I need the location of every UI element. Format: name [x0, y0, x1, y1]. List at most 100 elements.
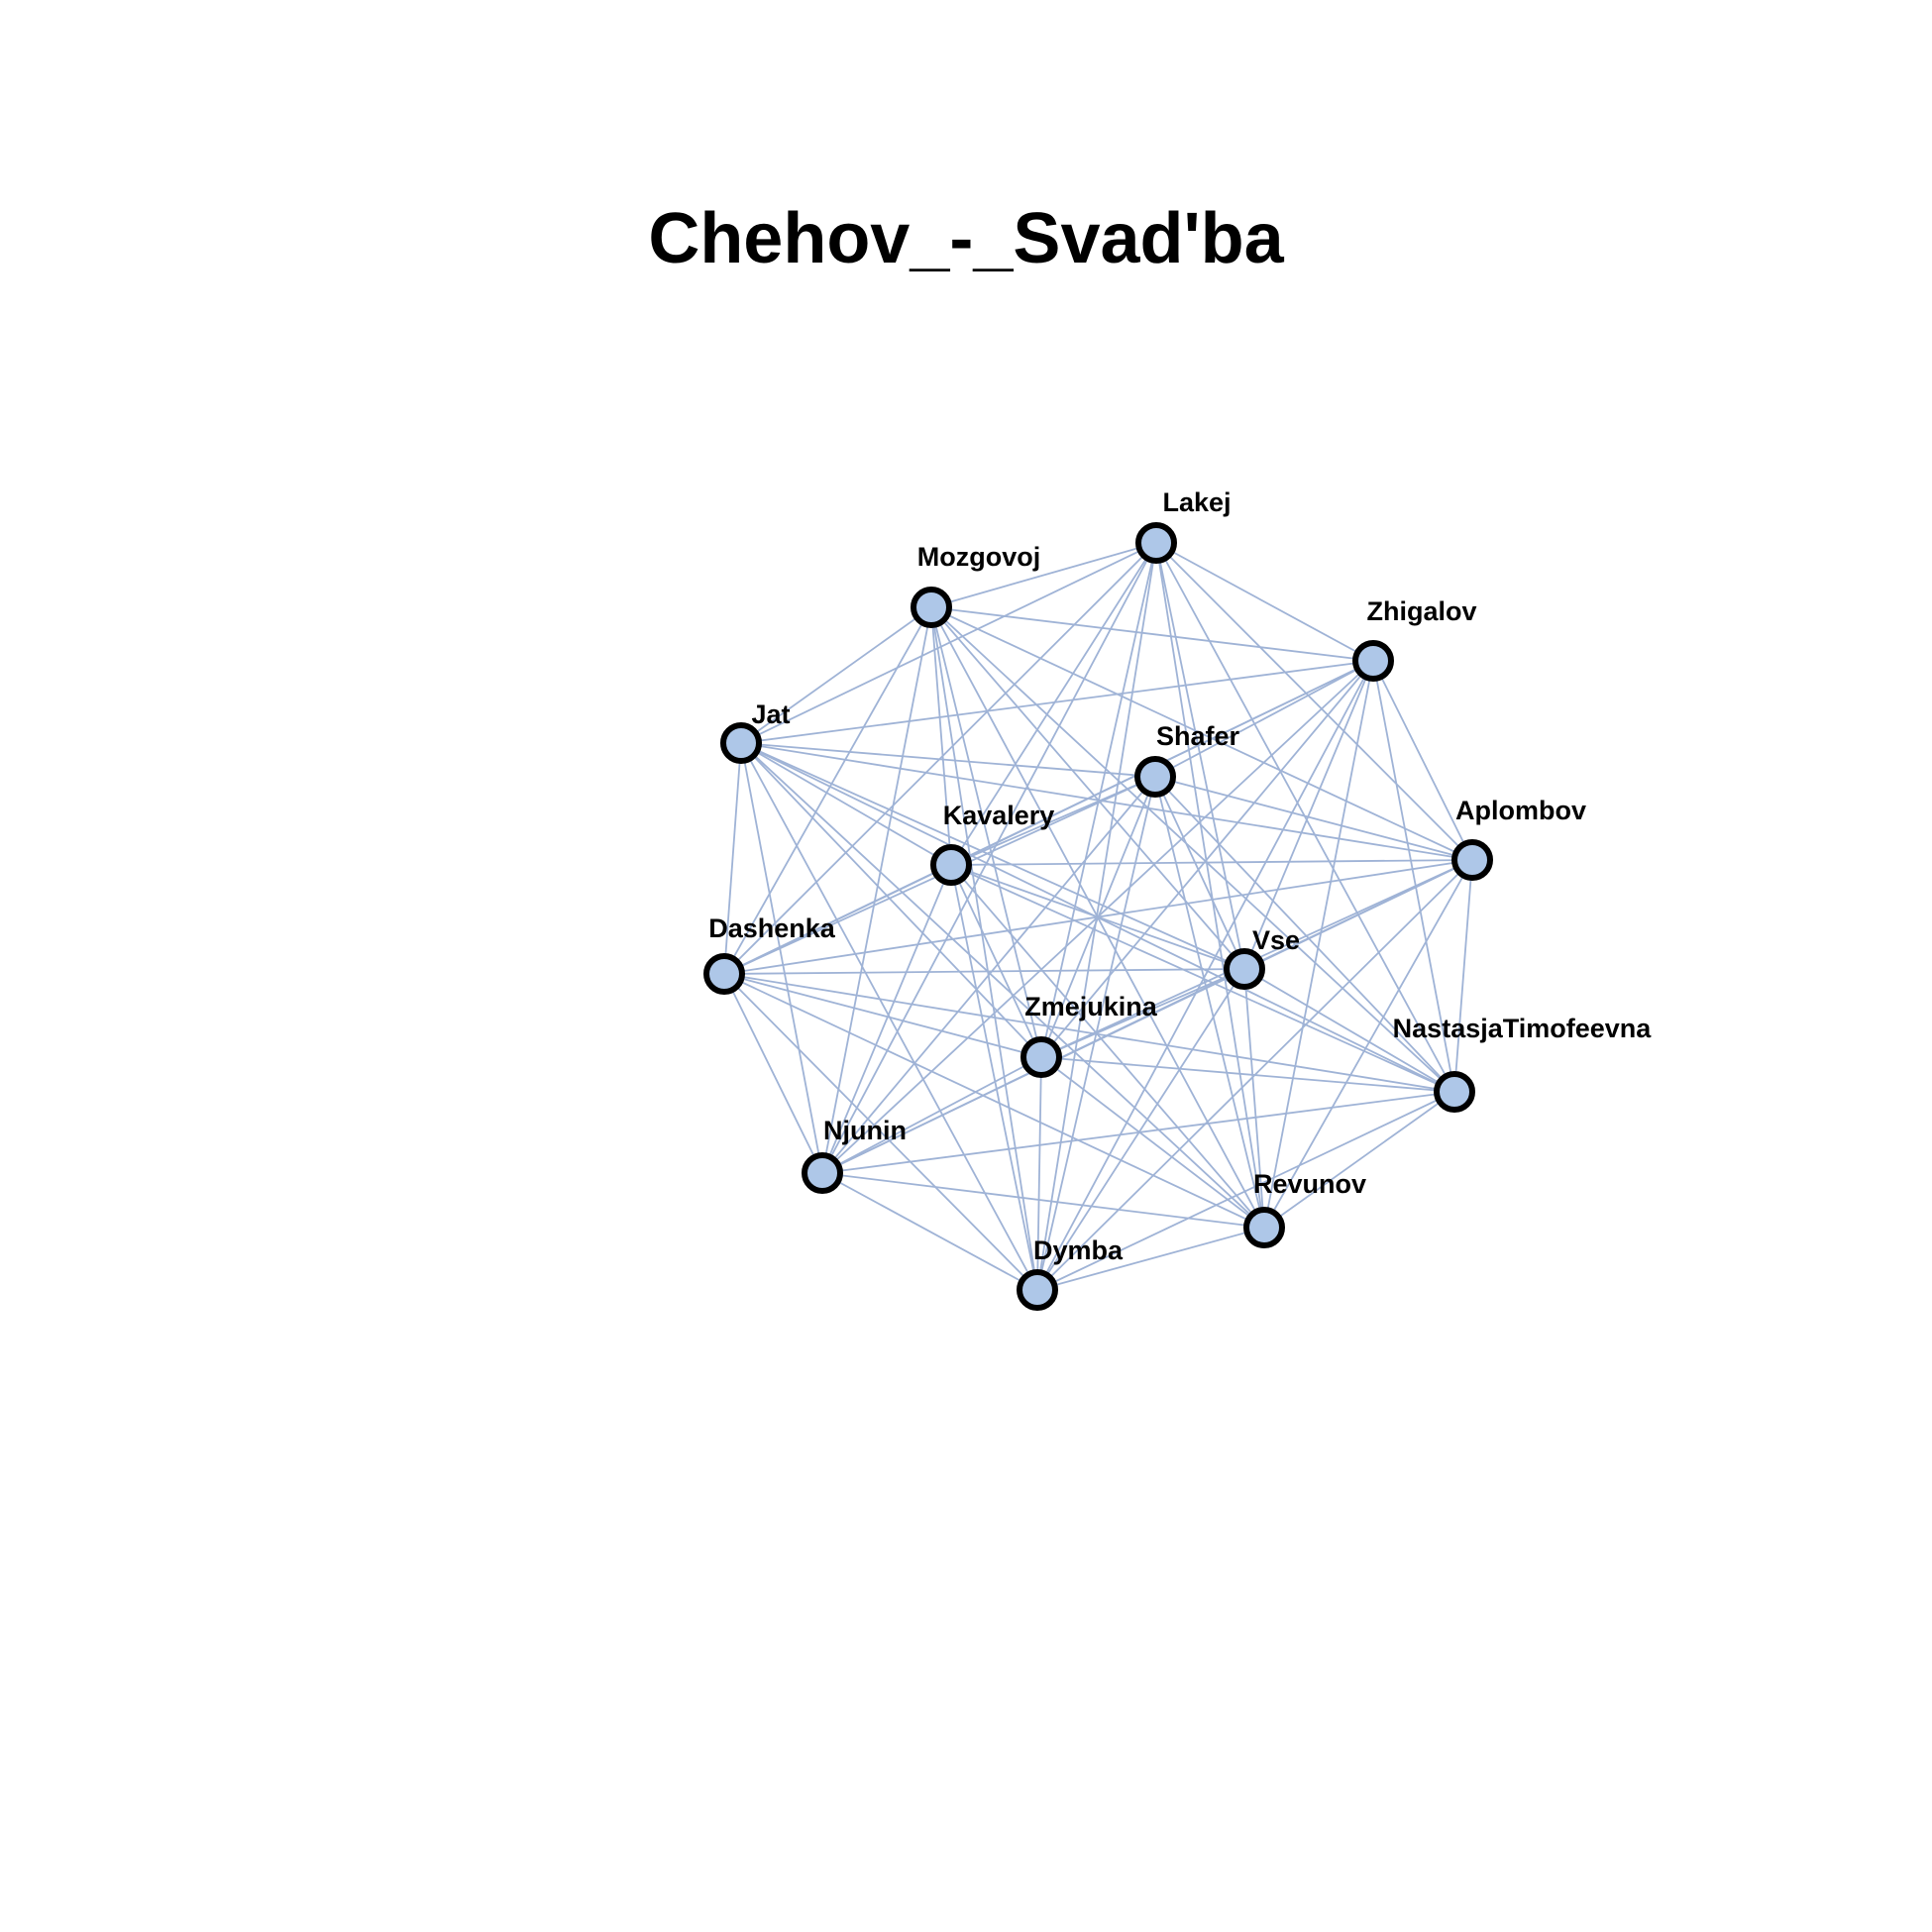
node-aplombov: [1451, 839, 1493, 881]
edge-vse-zmejukina: [1040, 968, 1245, 1058]
edge-mozgovoj-njunin: [821, 606, 932, 1174]
edge-jat-aplombov: [740, 742, 1473, 861]
edge-zhigalov-revunov: [1263, 660, 1374, 1229]
node-label-mozgovoj: Mozgovoj: [917, 542, 1040, 572]
edge-jat-dashenka: [723, 742, 742, 975]
node-label-nastasjatimofeevna: NastasjaTimofeevna: [1393, 1014, 1653, 1043]
node-label-jat: Jat: [751, 699, 790, 729]
node-revunov: [1243, 1207, 1285, 1248]
edge-shafer-aplombov: [1154, 776, 1473, 861]
node-mozgovoj: [911, 587, 952, 628]
edge-jat-vse: [740, 742, 1245, 970]
edge-zmejukina-revunov: [1040, 1056, 1265, 1229]
node-label-lakej: Lakej: [1162, 487, 1231, 517]
edge-njunin-revunov: [821, 1172, 1265, 1229]
edge-zhigalov-zmejukina: [1040, 660, 1374, 1058]
node-label-revunov: Revunov: [1253, 1169, 1366, 1199]
edge-zhigalov-shafer: [1154, 660, 1374, 778]
edge-lakej-nastasjatimofeevna: [1155, 542, 1455, 1093]
edge-mozgovoj-zmejukina: [930, 606, 1042, 1058]
graph-title: Chehov_-_Svad'ba: [648, 199, 1284, 278]
edge-kavalery-aplombov: [950, 859, 1473, 866]
node-label-kavalery: Kavalery: [943, 801, 1055, 830]
node-zmejukina: [1020, 1036, 1062, 1078]
node-label-vse: Vse: [1252, 925, 1300, 955]
edge-kavalery-dashenka: [723, 864, 952, 975]
edge-zhigalov-dymba: [1036, 660, 1374, 1291]
edge-nastasjatimofeevna-njunin: [821, 1091, 1455, 1174]
edge-lakej-vse: [1155, 542, 1245, 970]
edge-lakej-mozgovoj: [930, 542, 1157, 608]
edge-vse-nastasjatimofeevna: [1243, 968, 1455, 1093]
edge-lakej-aplombov: [1155, 542, 1473, 861]
edge-zhigalov-nastasjatimofeevna: [1372, 660, 1455, 1093]
node-njunin: [802, 1152, 843, 1194]
edge-dashenka-nastasjatimofeevna: [723, 973, 1455, 1093]
edge-dashenka-revunov: [723, 973, 1265, 1229]
edge-dashenka-njunin: [723, 973, 823, 1174]
edge-lakej-kavalery: [950, 542, 1157, 866]
edge-zhigalov-jat: [740, 660, 1374, 744]
node-dymba: [1017, 1269, 1058, 1311]
edge-lakej-njunin: [821, 542, 1157, 1174]
edge-lakej-zhigalov: [1155, 542, 1374, 662]
edge-shafer-nastasjatimofeevna: [1154, 776, 1455, 1093]
node-shafer: [1134, 756, 1176, 798]
node-label-njunin: Njunin: [823, 1116, 907, 1145]
edge-shafer-njunin: [821, 776, 1156, 1174]
edge-mozgovoj-vse: [930, 606, 1245, 970]
edge-kavalery-zmejukina: [950, 864, 1042, 1058]
edge-nastasjatimofeevna-dymba: [1036, 1091, 1455, 1291]
node-label-zhigalov: Zhigalov: [1366, 596, 1476, 626]
edge-jat-shafer: [740, 742, 1156, 778]
edge-kavalery-dymba: [950, 864, 1038, 1291]
node-jat: [720, 722, 762, 764]
edge-lakej-jat: [740, 542, 1157, 744]
edge-aplombov-nastasjatimofeevna: [1453, 859, 1473, 1093]
edge-mozgovoj-zhigalov: [930, 606, 1374, 662]
edge-njunin-dymba: [821, 1172, 1038, 1291]
edge-zhigalov-vse: [1243, 660, 1374, 970]
edge-dashenka-dymba: [723, 973, 1038, 1291]
node-nastasjatimofeevna: [1434, 1071, 1475, 1113]
edge-dashenka-zmejukina: [723, 973, 1042, 1058]
edge-jat-njunin: [740, 742, 823, 1174]
node-dashenka: [703, 953, 745, 995]
edge-zmejukina-nastasjatimofeevna: [1040, 1056, 1455, 1093]
edge-shafer-vse: [1154, 776, 1245, 970]
edge-kavalery-njunin: [821, 864, 952, 1174]
edge-mozgovoj-kavalery: [930, 606, 952, 866]
edge-dashenka-vse: [723, 968, 1245, 975]
edge-jat-zmejukina: [740, 742, 1042, 1058]
node-label-dymba: Dymba: [1033, 1235, 1124, 1265]
edge-zmejukina-njunin: [821, 1056, 1042, 1174]
edge-mozgovoj-dymba: [930, 606, 1038, 1291]
edge-revunov-dymba: [1036, 1227, 1265, 1291]
edge-shafer-revunov: [1154, 776, 1265, 1229]
node-label-dashenka: Dashenka: [708, 913, 836, 943]
edge-aplombov-dashenka: [723, 859, 1473, 975]
edge-vse-dymba: [1036, 968, 1245, 1291]
nodes-layer: [703, 522, 1493, 1311]
edge-zhigalov-aplombov: [1372, 660, 1473, 861]
node-zhigalov: [1352, 640, 1394, 682]
edge-kavalery-revunov: [950, 864, 1265, 1229]
edge-lakej-revunov: [1155, 542, 1265, 1229]
node-kavalery: [930, 844, 972, 886]
edges-layer: [723, 542, 1473, 1291]
node-lakej: [1135, 522, 1177, 564]
edge-mozgovoj-jat: [740, 606, 932, 744]
node-vse: [1224, 948, 1265, 990]
edge-nastasjatimofeevna-revunov: [1263, 1091, 1455, 1229]
edge-kavalery-nastasjatimofeevna: [950, 864, 1455, 1093]
node-label-shafer: Shafer: [1156, 721, 1240, 751]
edge-mozgovoj-aplombov: [930, 606, 1473, 861]
edge-mozgovoj-dashenka: [723, 606, 932, 975]
edge-jat-revunov: [740, 742, 1265, 1229]
edge-mozgovoj-nastasjatimofeevna: [930, 606, 1455, 1093]
edge-jat-kavalery: [740, 742, 952, 866]
node-label-aplombov: Aplombov: [1455, 796, 1586, 825]
